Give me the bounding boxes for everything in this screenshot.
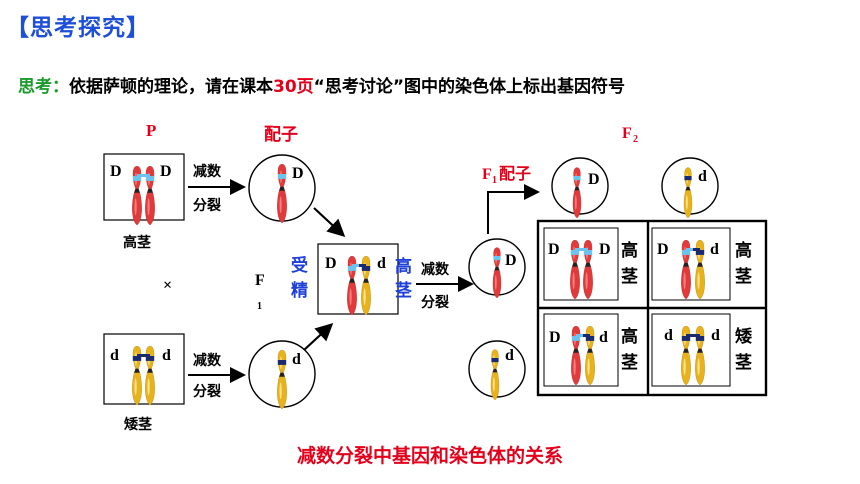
allele-label: D: [657, 241, 669, 258]
f1-zygote-box: D d: [317, 243, 399, 316]
meiosis-label: 分裂: [421, 294, 449, 311]
phenotype-label: 高: [621, 240, 638, 260]
allele-label: d: [599, 329, 608, 346]
section-badge: 【思考探究】: [6, 15, 150, 41]
allele-label: D: [292, 165, 304, 182]
punnett-square: D D 高 茎 D d 高 茎 D d 高 茎: [536, 219, 768, 397]
allele-label: d: [505, 347, 514, 364]
f2-header-gamete-D: D: [551, 157, 609, 219]
meiosis-label: 分裂: [193, 383, 221, 400]
allele-label: D: [505, 252, 517, 269]
tall-stem-label: 高茎: [123, 234, 151, 251]
phenotype-label: 矮: [735, 326, 753, 346]
allele-label: d: [664, 327, 673, 344]
meiosis-label: 减数: [193, 352, 222, 369]
gamete-circle-D: D: [248, 154, 316, 224]
diagram-caption: 减数分裂中基因和染色体的关系: [296, 445, 563, 467]
allele-label: d: [110, 347, 119, 364]
phenotype-label: 茎: [621, 267, 638, 286]
cross-symbol: ×: [163, 277, 172, 294]
allele-label: D: [325, 255, 337, 272]
punnett-cell-Dd: D d 高 茎: [651, 227, 752, 301]
allele-label: D: [588, 171, 600, 188]
meiosis-label: 减数: [193, 163, 222, 180]
phenotype-label: 高: [735, 240, 752, 260]
meiosis-label: 分裂: [193, 197, 221, 214]
allele-label: d: [711, 327, 720, 344]
question-part-a: 依据萨顿的理论，请在课本: [69, 77, 273, 97]
allele-label: d: [377, 255, 386, 272]
phenotype-label: 高: [621, 326, 638, 346]
allele-label: D: [548, 241, 560, 258]
parent-tall-box: D D: [103, 153, 185, 226]
f1-gamete-label: F: [482, 166, 492, 183]
f1-gamete-label-sub: 1: [492, 175, 497, 186]
p-generation-label: P: [146, 121, 156, 140]
f1-label: F: [255, 272, 265, 289]
meiosis-label: 减数: [421, 261, 450, 278]
allele-label: D: [599, 241, 611, 258]
allele-label: d: [292, 351, 301, 368]
question-label: 思考：: [18, 77, 69, 97]
f1-gamete-circle-D: D: [468, 238, 526, 299]
allele-label: d: [162, 347, 171, 364]
allele-label: D: [160, 163, 172, 180]
allele-label: D: [549, 329, 561, 346]
f1-label-sub: 1: [257, 301, 262, 312]
question-page-ref: 30页: [273, 77, 314, 97]
question-text: 思考：依据萨顿的理论，请在课本30页“思考讨论”图中的染色体上标出基因符号: [18, 72, 625, 97]
punnett-cell-Dd: D d 高 茎: [543, 313, 638, 387]
parent-short-box: d d: [103, 333, 185, 406]
gamete-circle-d: d: [248, 340, 316, 410]
punnett-cell-dd: d d 矮 茎: [651, 313, 753, 387]
question-part-b: “思考讨论”图中的染色体上标出基因符号: [313, 77, 626, 97]
f2-label-sub: 2: [633, 134, 638, 145]
f1-tall-label: 茎: [395, 281, 412, 300]
fertilization-label: 精: [291, 280, 308, 300]
f1-gamete-label-word: 配子: [499, 165, 531, 183]
phenotype-label: 茎: [735, 267, 752, 286]
allele-label: d: [710, 241, 719, 258]
short-stem-label: 矮茎: [124, 416, 152, 433]
allele-label: D: [110, 163, 122, 180]
phenotype-label: 茎: [735, 353, 752, 372]
f2-header-gamete-d: d: [661, 157, 719, 219]
phenotype-label: 茎: [621, 353, 638, 372]
gamete-label: 配子: [264, 125, 298, 144]
fertilization-label: 受: [291, 255, 308, 275]
allele-label: d: [698, 168, 707, 185]
f1-gamete-circle-d: d: [468, 340, 526, 401]
punnett-cell-DD: D D 高 茎: [543, 227, 638, 301]
f1-tall-label: 高: [395, 256, 412, 276]
f2-label: F: [622, 125, 632, 142]
